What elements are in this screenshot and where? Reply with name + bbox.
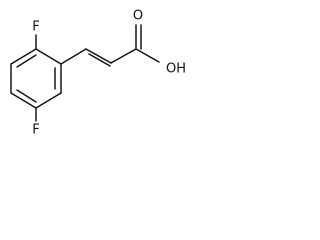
ring-bond-top-right bbox=[35, 48, 62, 65]
fluorine-bottom-label: F bbox=[32, 123, 39, 138]
ring-inner-double-top-left bbox=[16, 54, 37, 68]
benzene-ring bbox=[10, 48, 62, 109]
ring-bond-bottom-left bbox=[10, 92, 37, 109]
bond-ring-to-vinyl bbox=[60, 48, 87, 65]
ring-inner-double-bottom-left bbox=[16, 89, 37, 103]
carbonyl-oxygen-label: O bbox=[133, 9, 143, 24]
vinyl-double-bond-inner bbox=[88, 53, 111, 67]
ring-bond-bottom-right bbox=[35, 92, 62, 109]
bond-vinyl-to-carboxyl bbox=[110, 48, 137, 64]
bond-to-hydroxyl bbox=[135, 48, 160, 63]
vinyl-double-bond-main bbox=[85, 48, 112, 64]
fluorine-top-label: F bbox=[32, 20, 39, 35]
structural-formula: F F O OH bbox=[10, 9, 186, 138]
hydroxyl-label: OH bbox=[166, 62, 186, 77]
molecule-diagram: F F O OH bbox=[0, 0, 230, 138]
acrylic-side-chain bbox=[60, 24, 160, 67]
ring-bond-top-left bbox=[10, 48, 37, 65]
